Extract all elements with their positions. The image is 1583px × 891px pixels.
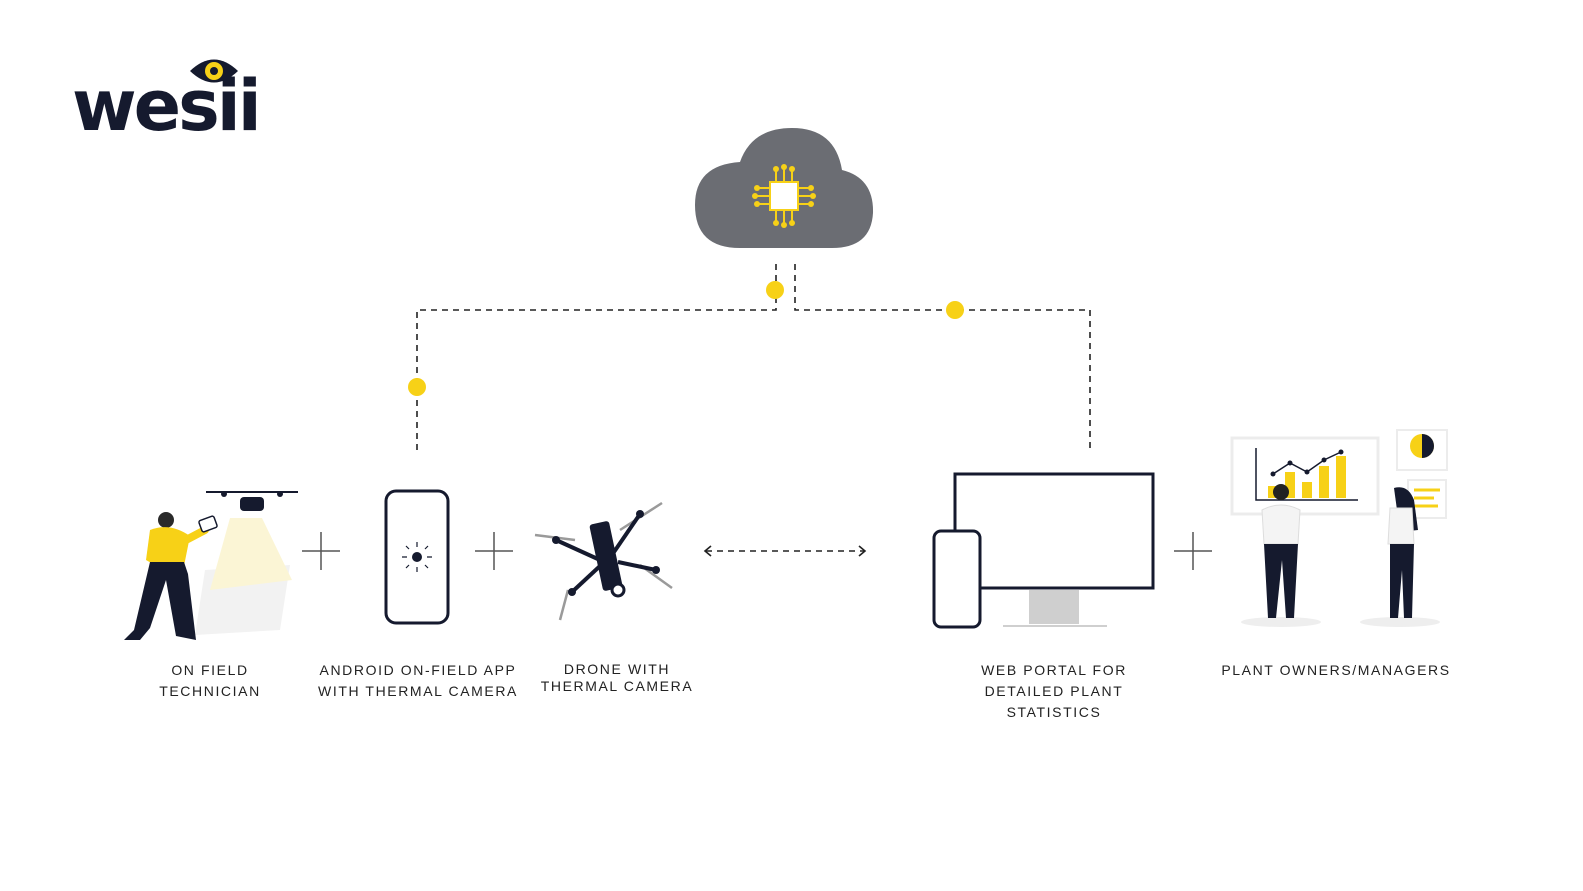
plus-icons [302, 532, 1212, 570]
connector-cloud-to-portal [794, 264, 1091, 452]
small-drone-icon [206, 491, 298, 511]
technician-with-drone-icon [124, 491, 298, 640]
caption-line: WITH THERMAL CAMERA [318, 683, 518, 699]
connector-arrowheads [703, 545, 867, 557]
connector-dots [408, 281, 964, 396]
caption-android-app: ANDROID ON-FIELD APP WITH THERMAL CAMERA [308, 660, 528, 702]
caption-web-portal: WEB PORTAL FOR DETAILED PLANT STATISTICS [964, 660, 1144, 723]
caption-line: STATISTICS [1006, 704, 1102, 720]
smartphone-icon [384, 489, 450, 625]
caption-line: DRONE WITH [563, 661, 671, 677]
people-with-dashboard-icon [1230, 429, 1448, 627]
drone-icon [534, 501, 673, 621]
connector-cloud-to-app [416, 264, 777, 452]
cloud-chip-icon [695, 128, 874, 248]
caption-technician: ON FIELD TECHNICIAN [120, 660, 300, 702]
logo-wordmark: wesii [72, 65, 262, 147]
logo-eye-icon [190, 59, 238, 83]
caption-owners: PLANT OWNERS/MANAGERS [1216, 660, 1456, 681]
caption-line: ANDROID ON-FIELD APP [319, 662, 517, 678]
caption-line: ON FIELD [171, 662, 249, 678]
monitor-and-phone-icon [932, 472, 1155, 629]
caption-line: DETAILED PLANT [984, 683, 1124, 699]
caption-drone: DRONE WITH THERMAL CAMERA [536, 659, 698, 697]
caption-line: TECHNICIAN [159, 683, 261, 699]
caption-line: WEB PORTAL FOR [981, 662, 1127, 678]
caption-line: THERMAL CAMERA [540, 678, 694, 694]
caption-line: PLANT OWNERS/MANAGERS [1221, 662, 1451, 678]
